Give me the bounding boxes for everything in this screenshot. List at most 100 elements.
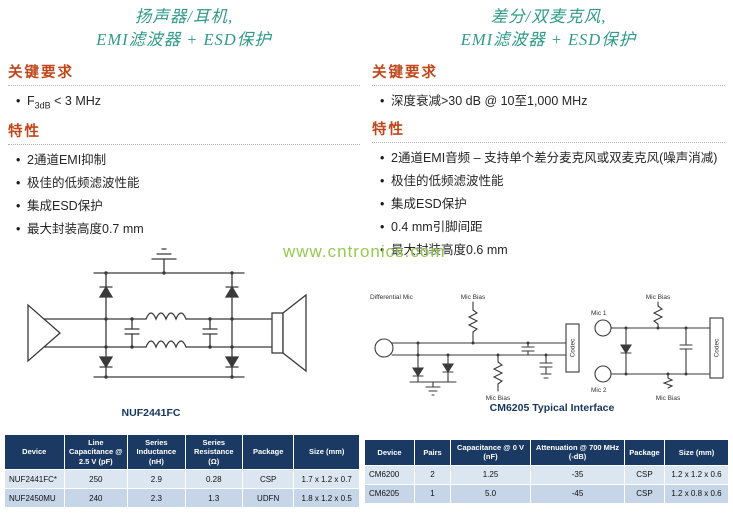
watermark: www.cntronics.com xyxy=(283,242,446,261)
table-row: NUF2450MU 240 2.3 1.3 UDFN 1.8 x 1.2 x 0… xyxy=(4,488,360,509)
right-diagram-caption: CM6205 Typical Interface xyxy=(489,402,615,414)
mic-emi-filter-schematic: Differential Mic Mic Bias Mic Bias Mic B… xyxy=(370,294,724,402)
table-header-cell: Series Resistance (Ω) xyxy=(184,433,244,471)
left-features-list: 2通道EMI抑制 极佳的低频滤波性能 集成ESD保护 最大封装高度0.7 mm xyxy=(8,152,360,238)
differential-mic-label: Differential Mic xyxy=(370,294,414,301)
table-cell: 1.25 xyxy=(450,464,531,485)
list-item: 极佳的低频滤波性能 xyxy=(16,175,360,192)
table-cell: CSP xyxy=(242,469,295,490)
list-item: 0.4 mm引脚间距 xyxy=(380,219,725,236)
table-cell: CSP xyxy=(624,483,665,504)
left-title: 扬声器/耳机, EMI滤波器 + ESD保护 xyxy=(8,6,360,52)
left-key-requirements-list: F3dB < 3 MHz xyxy=(8,93,360,112)
right-key-requirements-heading: 关键要求 xyxy=(372,61,725,86)
mic1-symbol xyxy=(594,319,612,337)
table-cell: 240 xyxy=(63,488,129,509)
list-item: 最大封装高度0.6 mm xyxy=(380,242,725,259)
table-header-cell: Size (mm) xyxy=(664,439,729,466)
table-cell: 2.9 xyxy=(127,469,186,490)
table-cell: NUF2441FC* xyxy=(4,469,65,490)
table-header-cell: Capacitance @ 0 V (nF) xyxy=(450,439,531,466)
list-item: 2通道EMI抑制 xyxy=(16,152,360,169)
table-header-cell: Series Inductance (nH) xyxy=(127,433,186,471)
table-header-cell: Attenuation @ 700 MHz (-dB) xyxy=(530,439,625,466)
amplifier-symbol xyxy=(27,303,61,363)
mic-bias-label: Mic Bias xyxy=(486,395,511,402)
table-header-cell: Device xyxy=(4,433,65,471)
req-prefix: F xyxy=(27,93,35,108)
table-cell: 1 xyxy=(414,483,451,504)
left-title-line1: 扬声器/耳机, xyxy=(134,7,234,26)
right-parts-table: Device Pairs Capacitance @ 0 V (nF) Atte… xyxy=(364,439,729,504)
left-features-heading: 特性 xyxy=(8,120,360,146)
mic2-symbol xyxy=(594,365,612,383)
req-rest: < 3 MHz xyxy=(50,93,102,108)
esd-diode-branch xyxy=(224,272,240,378)
left-parts-table: Device Line Capacitance @ 2.5 V (pF) Ser… xyxy=(4,433,360,509)
table-cell: UDFN xyxy=(242,488,295,509)
table-cell: 1.3 xyxy=(184,488,244,509)
table-cell: 2.3 xyxy=(127,488,186,509)
table-cell: 250 xyxy=(63,469,129,490)
table-header-row: Device Pairs Capacitance @ 0 V (nF) Atte… xyxy=(364,439,729,466)
right-title-line2: EMI滤波器 + ESD保护 xyxy=(460,29,637,49)
table-header-cell: Package xyxy=(624,439,665,466)
table-header-cell: Line Capacitance @ 2.5 V (pF) xyxy=(63,433,129,471)
table-cell: -35 xyxy=(530,464,625,485)
mic-bias-label: Mic Bias xyxy=(656,395,681,402)
req-subscript: 3dB xyxy=(34,100,51,111)
table-header-row: Device Line Capacitance @ 2.5 V (pF) Ser… xyxy=(4,433,360,471)
table-cell: 1.8 x 1.2 x 0.5 xyxy=(293,488,360,509)
right-column: 差分/双麦克风, EMI滤波器 + ESD保护 关键要求 深度衰减>30 dB … xyxy=(364,6,729,504)
list-item: 集成ESD保护 xyxy=(16,198,360,215)
table-header-cell: Pairs xyxy=(414,439,451,466)
speaker-symbol xyxy=(271,293,307,373)
right-features-heading: 特性 xyxy=(372,118,725,144)
left-column: 扬声器/耳机, EMI滤波器 + ESD保护 关键要求 F3dB < 3 MHz… xyxy=(4,6,360,509)
left-title-line2: EMI滤波器 + ESD保护 xyxy=(96,29,272,49)
mic2-label: Mic 2 xyxy=(591,387,607,394)
table-cell: NUF2450MU xyxy=(4,488,65,509)
table-header-cell: Package xyxy=(242,433,295,471)
table-cell: 1.7 x 1.2 x 0.7 xyxy=(293,469,360,490)
capacitor-symbol xyxy=(124,318,140,348)
left-key-requirements-heading: 关键要求 xyxy=(8,61,360,86)
list-item: F3dB < 3 MHz xyxy=(16,93,360,112)
table-cell: 5.0 xyxy=(450,483,531,504)
right-title-line1: 差分/双麦克风, xyxy=(490,7,607,26)
codec-box xyxy=(709,317,724,379)
capacitor-symbol xyxy=(202,318,218,348)
right-title: 差分/双麦克风, EMI滤波器 + ESD保护 xyxy=(372,6,725,52)
esd-diode-branch xyxy=(98,272,114,378)
table-cell: 2 xyxy=(414,464,451,485)
list-item: 集成ESD保护 xyxy=(380,196,725,213)
mic1-label: Mic 1 xyxy=(591,310,607,317)
ground-symbol xyxy=(151,248,177,274)
list-item: 深度衰减>30 dB @ 10至1,000 MHz xyxy=(380,93,725,110)
differential-mic-symbol xyxy=(374,338,394,358)
table-cell: -45 xyxy=(530,483,625,504)
list-item: 最大封装高度0.7 mm xyxy=(16,221,360,238)
table-cell: CM6205 xyxy=(364,483,415,504)
list-item: 2通道EMI音频 – 支持单个差分麦克风或双麦克风(噪声消减) xyxy=(380,150,725,167)
table-row: CM6205 1 5.0 -45 CSP 1.2 x 0.8 x 0.6 xyxy=(364,483,729,504)
table-cell: 1.2 x 1.2 x 0.6 xyxy=(664,464,729,485)
codec-label: Codec xyxy=(570,338,577,358)
table-cell: CSP xyxy=(624,464,665,485)
speaker-emi-filter-schematic xyxy=(27,248,307,379)
table-row: NUF2441FC* 250 2.9 0.28 CSP 1.7 x 1.2 x … xyxy=(4,469,360,490)
codec-label: Codec xyxy=(714,338,721,358)
table-cell: CM6200 xyxy=(364,464,415,485)
list-item: 极佳的低频滤波性能 xyxy=(380,173,725,190)
table-row: CM6200 2 1.25 -35 CSP 1.2 x 1.2 x 0.6 xyxy=(364,464,729,485)
table-cell: 1.2 x 0.8 x 0.6 xyxy=(664,483,729,504)
mic-bias-label: Mic Bias xyxy=(646,294,671,301)
right-features-list: 2通道EMI音频 – 支持单个差分麦克风或双麦克风(噪声消减) 极佳的低频滤波性… xyxy=(372,150,725,258)
right-key-requirements-list: 深度衰减>30 dB @ 10至1,000 MHz xyxy=(372,93,725,110)
table-header-cell: Device xyxy=(364,439,415,466)
codec-box xyxy=(565,323,580,373)
table-header-cell: Size (mm) xyxy=(293,433,360,471)
left-diagram-caption: NUF2441FC xyxy=(121,407,181,419)
table-cell: 0.28 xyxy=(184,469,244,490)
